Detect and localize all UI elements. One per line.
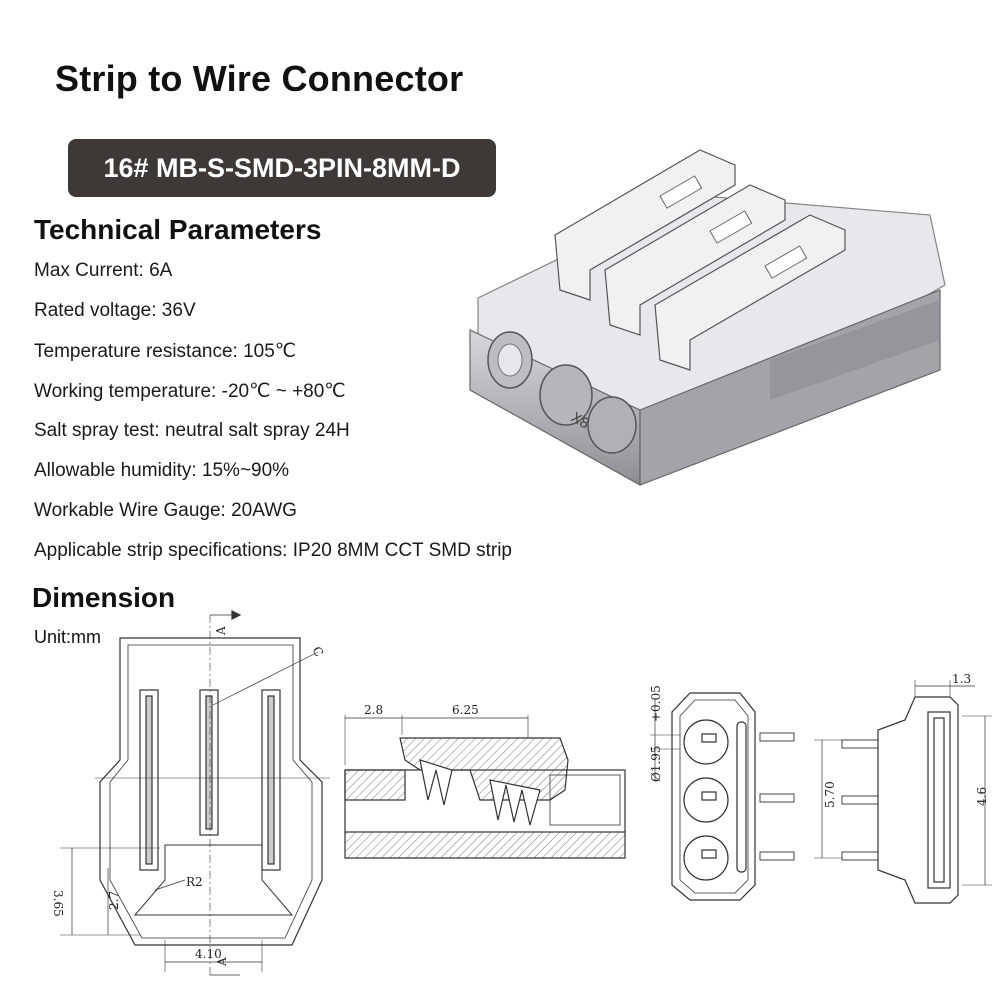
param-working-temperature: Working temperature: -20℃ ~ +80℃ xyxy=(34,381,346,402)
unit-label: Unit:mm xyxy=(34,627,101,647)
dim-4-6: 4.6 xyxy=(975,787,989,806)
dim-3-65: 3.65 xyxy=(51,890,65,917)
param-temperature-resistance: Temperature resistance: 105℃ xyxy=(34,341,297,362)
top-view-drawing xyxy=(60,610,330,976)
model-badge: 16# MB-S-SMD-3PIN-8MM-D xyxy=(68,139,496,197)
dim-2-7: 2.7 xyxy=(107,891,121,910)
param-strip-spec: Applicable strip specifications: IP20 8M… xyxy=(34,540,512,561)
dimension-heading: Dimension xyxy=(32,582,176,613)
front-view-drawing xyxy=(650,692,795,901)
param-rated-voltage: Rated voltage: 36V xyxy=(34,300,196,321)
technical-parameters-heading: Technical Parameters xyxy=(34,214,322,245)
param-salt-spray: Salt spray test: neutral salt spray 24H xyxy=(34,420,350,441)
section-view-drawing xyxy=(344,715,626,859)
radius-r2: R2 xyxy=(186,875,203,889)
dim-5-70: 5.70 xyxy=(823,781,837,808)
param-max-current: Max Current: 6A xyxy=(34,260,173,281)
dim-diameter-1-95: Ø1.95 xyxy=(649,745,663,782)
param-wire-gauge: Workable Wire Gauge: 20AWG xyxy=(34,500,297,521)
dim-1-3: 1.3 xyxy=(952,672,971,686)
side-view-drawing xyxy=(814,680,992,904)
dim-6-25: 6.25 xyxy=(452,703,479,717)
callout-c: C xyxy=(309,644,326,659)
dim-2-8: 2.8 xyxy=(364,703,383,717)
param-humidity: Allowable humidity: 15%~90% xyxy=(34,460,290,481)
page-title: Strip to Wire Connector xyxy=(55,58,464,99)
connector-render: X8 xyxy=(469,149,946,487)
section-a-label-bottom: A xyxy=(215,957,229,967)
section-a-label-top: A xyxy=(214,626,228,636)
dim-4-10: 4.10 xyxy=(195,947,222,961)
dim-tolerance: +0.05 xyxy=(649,685,663,722)
